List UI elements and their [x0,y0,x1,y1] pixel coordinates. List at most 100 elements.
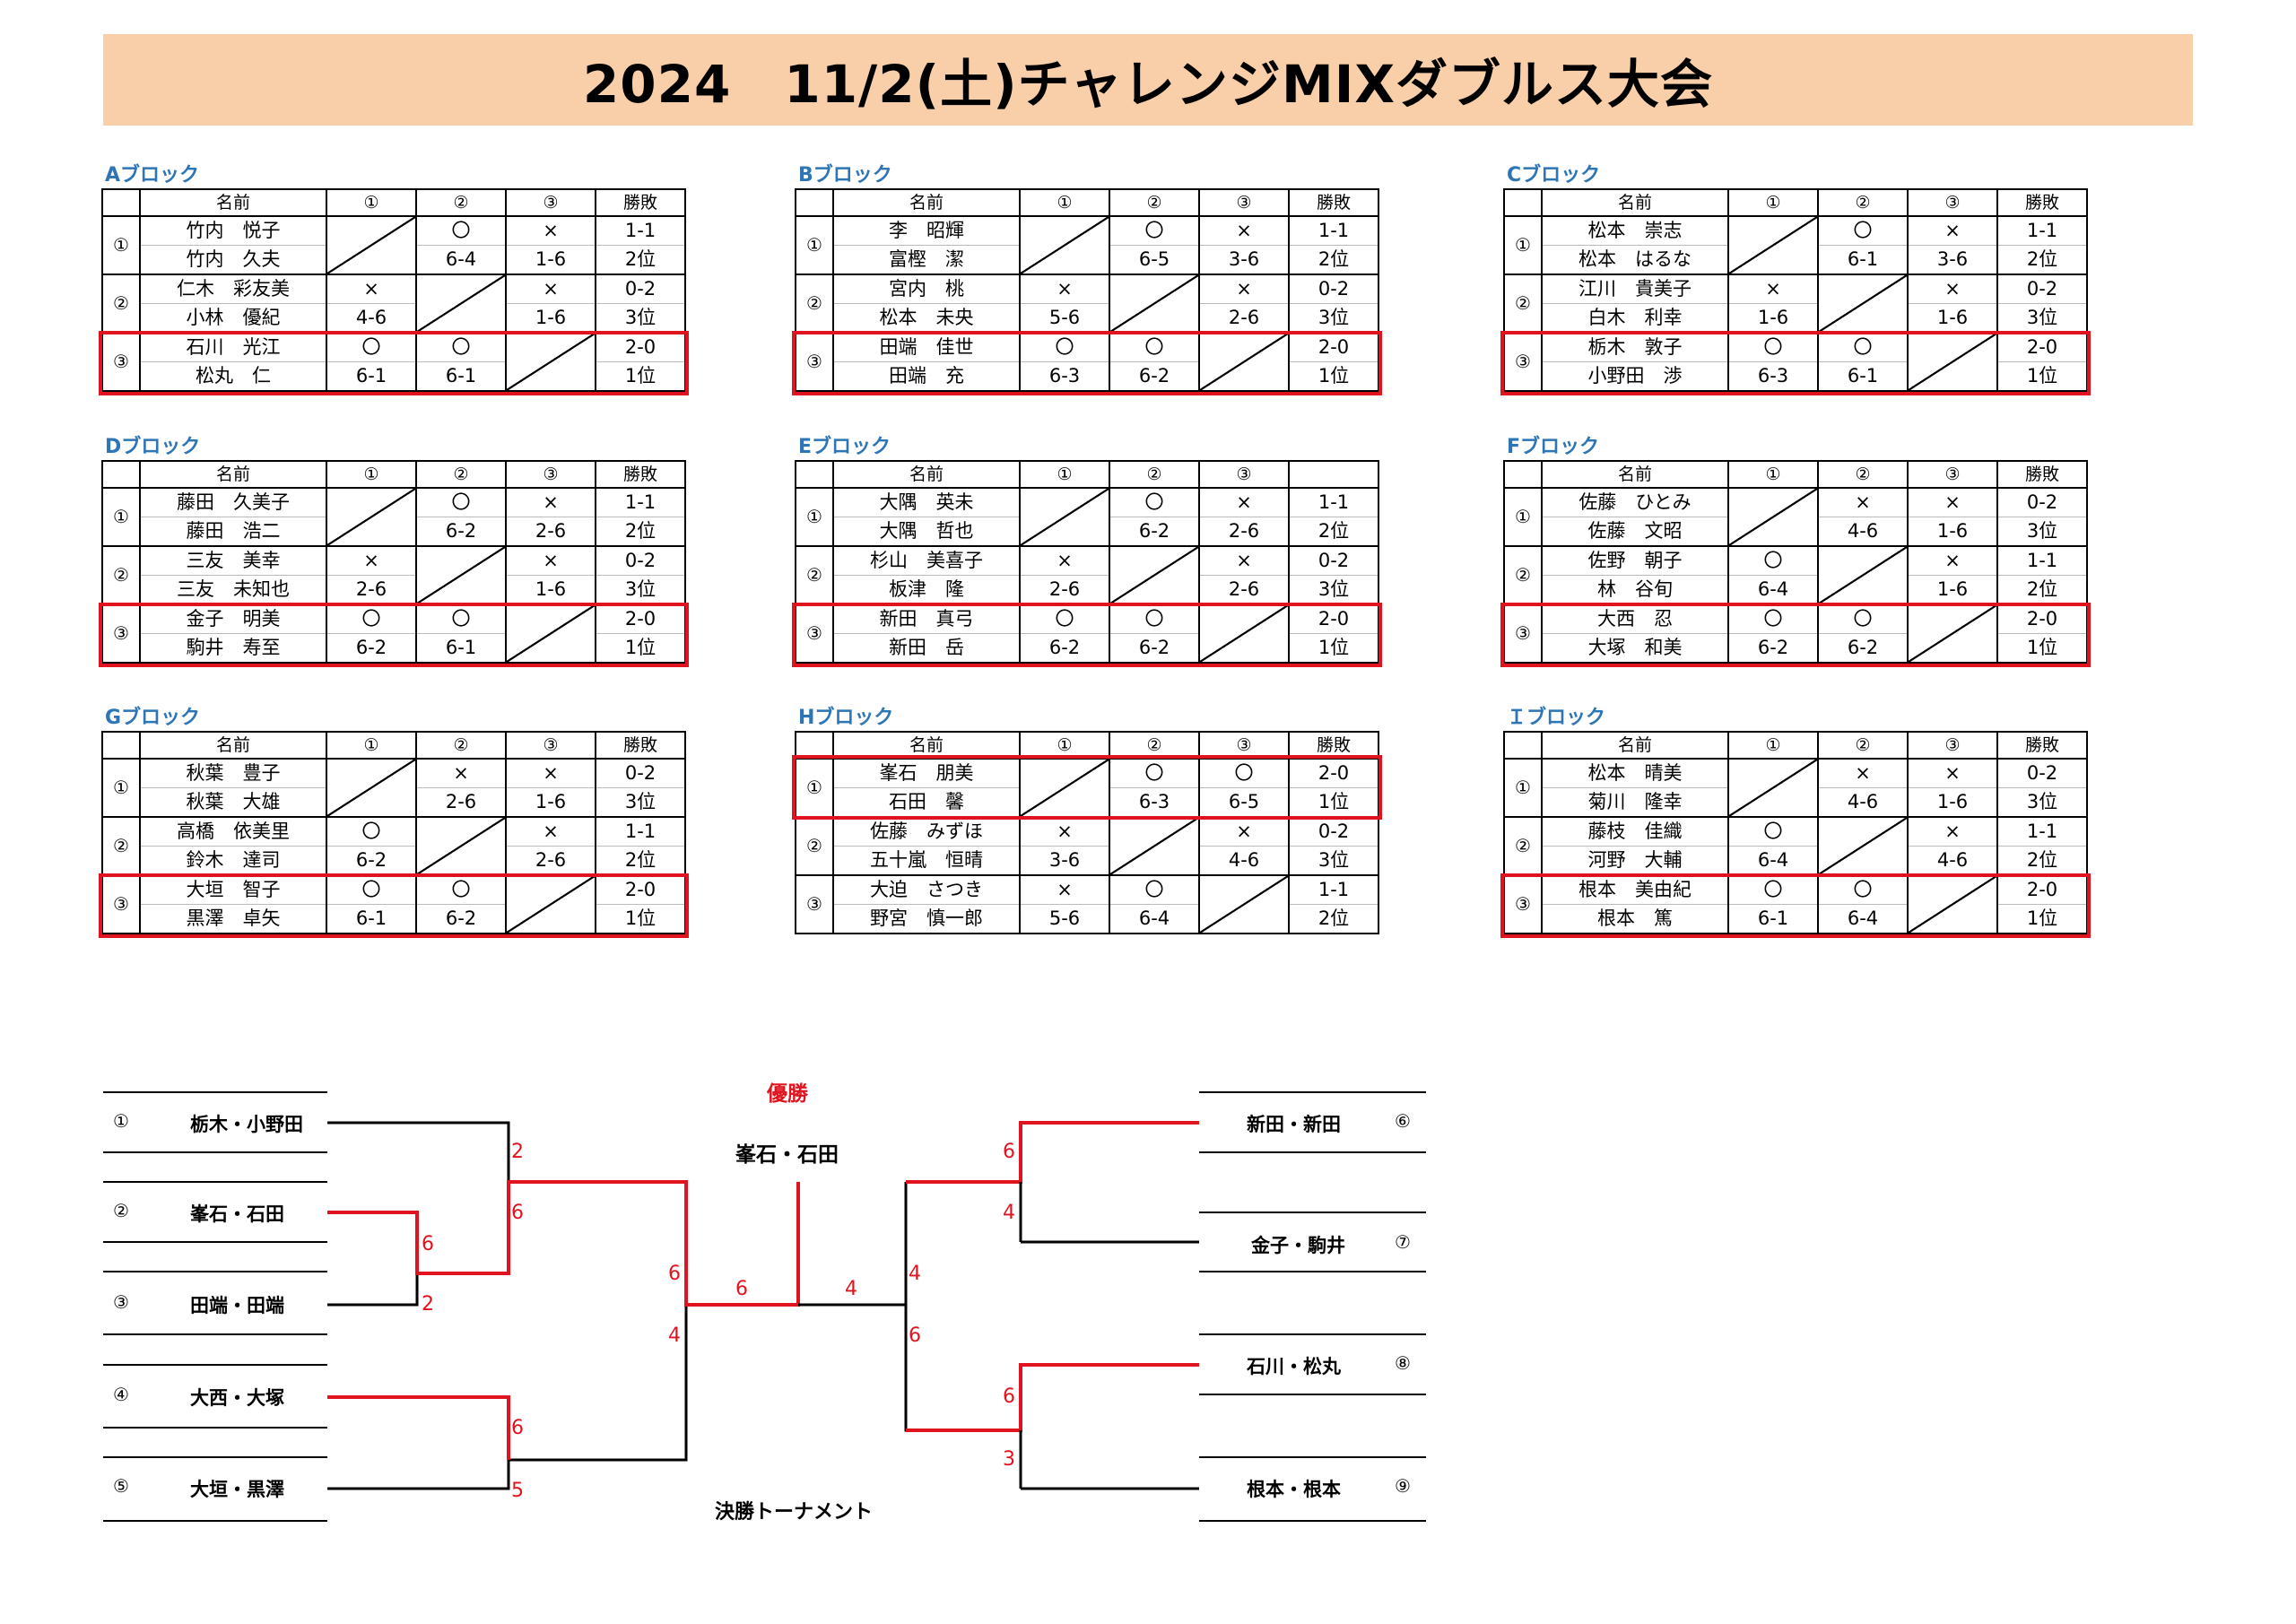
player-name: 菊川 隆幸 [1541,787,1729,818]
result-mark: 〇 [1109,215,1200,246]
result-score: 6-5 [1109,245,1200,275]
self-cell [1727,215,1819,275]
self-cell [326,487,417,547]
header-blank [101,188,141,217]
result-mark: × [1907,816,1998,847]
result-mark: 〇 [1109,874,1200,905]
player-name: 松本 崇志 [1541,215,1729,246]
header-wl: 勝敗 [1996,188,2088,217]
result-score: 5-6 [1019,904,1110,934]
win-loss: 2-0 [1996,332,2088,362]
result-score: 2-6 [1198,575,1290,605]
header-name: 名前 [1541,188,1729,217]
rank: 1位 [1996,633,2088,664]
self-cell [1019,487,1110,547]
result-mark: 〇 [326,332,417,362]
header-name: 名前 [1541,731,1729,760]
player-name: 大垣 智子 [139,874,327,905]
result-score: 2-6 [415,787,507,818]
player-name: 大隅 英未 [832,487,1021,517]
player-name: 杉山 美喜子 [832,545,1021,576]
result-mark: × [1198,215,1290,246]
header-c2: ② [1817,731,1909,760]
header-c2: ② [415,188,507,217]
team-number: ② [1503,274,1543,334]
result-score: 1-6 [1907,303,1998,334]
win-loss: 1-1 [1288,215,1379,246]
team-number: ③ [795,332,834,392]
player-name: 藤枝 佳織 [1541,816,1729,847]
rank: 3位 [595,575,686,605]
result-mark: 〇 [1109,487,1200,517]
win-loss: 0-2 [1288,545,1379,576]
win-loss: 2-0 [1288,332,1379,362]
player-name: 黒澤 卓矢 [139,904,327,934]
header-wl: 勝敗 [1288,731,1379,760]
result-score: 1-6 [505,245,596,275]
header-name: 名前 [139,731,327,760]
block-label: Cブロック [1507,164,1601,187]
entry-name: 田端・田端 [190,1295,284,1316]
result-mark: × [1019,816,1110,847]
header-c3: ③ [1907,460,1998,489]
player-name: 石川 光江 [139,332,327,362]
rank: 2位 [1996,245,2088,275]
self-cell [1817,274,1909,334]
entry-num: ④ [113,1384,129,1405]
win-loss: 2-0 [1996,874,2088,905]
result-score: 6-4 [415,245,507,275]
win-loss: 0-2 [1996,274,2088,304]
result-mark: 〇 [1817,874,1909,905]
result-mark: × [326,545,417,576]
team-number: ② [101,545,141,605]
header-c3: ③ [1198,188,1290,217]
result-score: 6-2 [1727,633,1819,664]
result-score: 6-2 [1019,633,1110,664]
player-name: 田端 充 [832,361,1021,392]
result-score: 6-1 [415,361,507,392]
win-loss: 1-1 [1996,816,2088,847]
header-c1: ① [326,188,417,217]
header-name: 名前 [139,460,327,489]
player-name: 三友 未知也 [139,575,327,605]
rank: 3位 [1996,303,2088,334]
result-score: 6-1 [326,904,417,934]
result-mark: × [1817,758,1909,788]
player-name: 富樫 潔 [832,245,1021,275]
header-c2: ② [415,460,507,489]
entry-name: 新田・新田 [1247,1114,1341,1135]
win-loss: 0-2 [1288,816,1379,847]
entry-name: 石川・松丸 [1247,1356,1341,1377]
entry-name: 大西・大塚 [190,1387,284,1409]
win-loss: 2-0 [595,874,686,905]
player-name: 鈴木 達司 [139,846,327,876]
player-name: 藤田 浩二 [139,517,327,547]
player-name: 宮内 桃 [832,274,1021,304]
result-mark: 〇 [1727,545,1819,576]
team-number: ① [101,215,141,275]
rank: 2位 [1288,904,1379,934]
header-wl: 勝敗 [1288,188,1379,217]
team-number: ③ [101,604,141,664]
player-name: 佐藤 文昭 [1541,517,1729,547]
player-name: 三友 美幸 [139,545,327,576]
result-score: 2-6 [1019,575,1110,605]
win-loss: 0-2 [595,274,686,304]
